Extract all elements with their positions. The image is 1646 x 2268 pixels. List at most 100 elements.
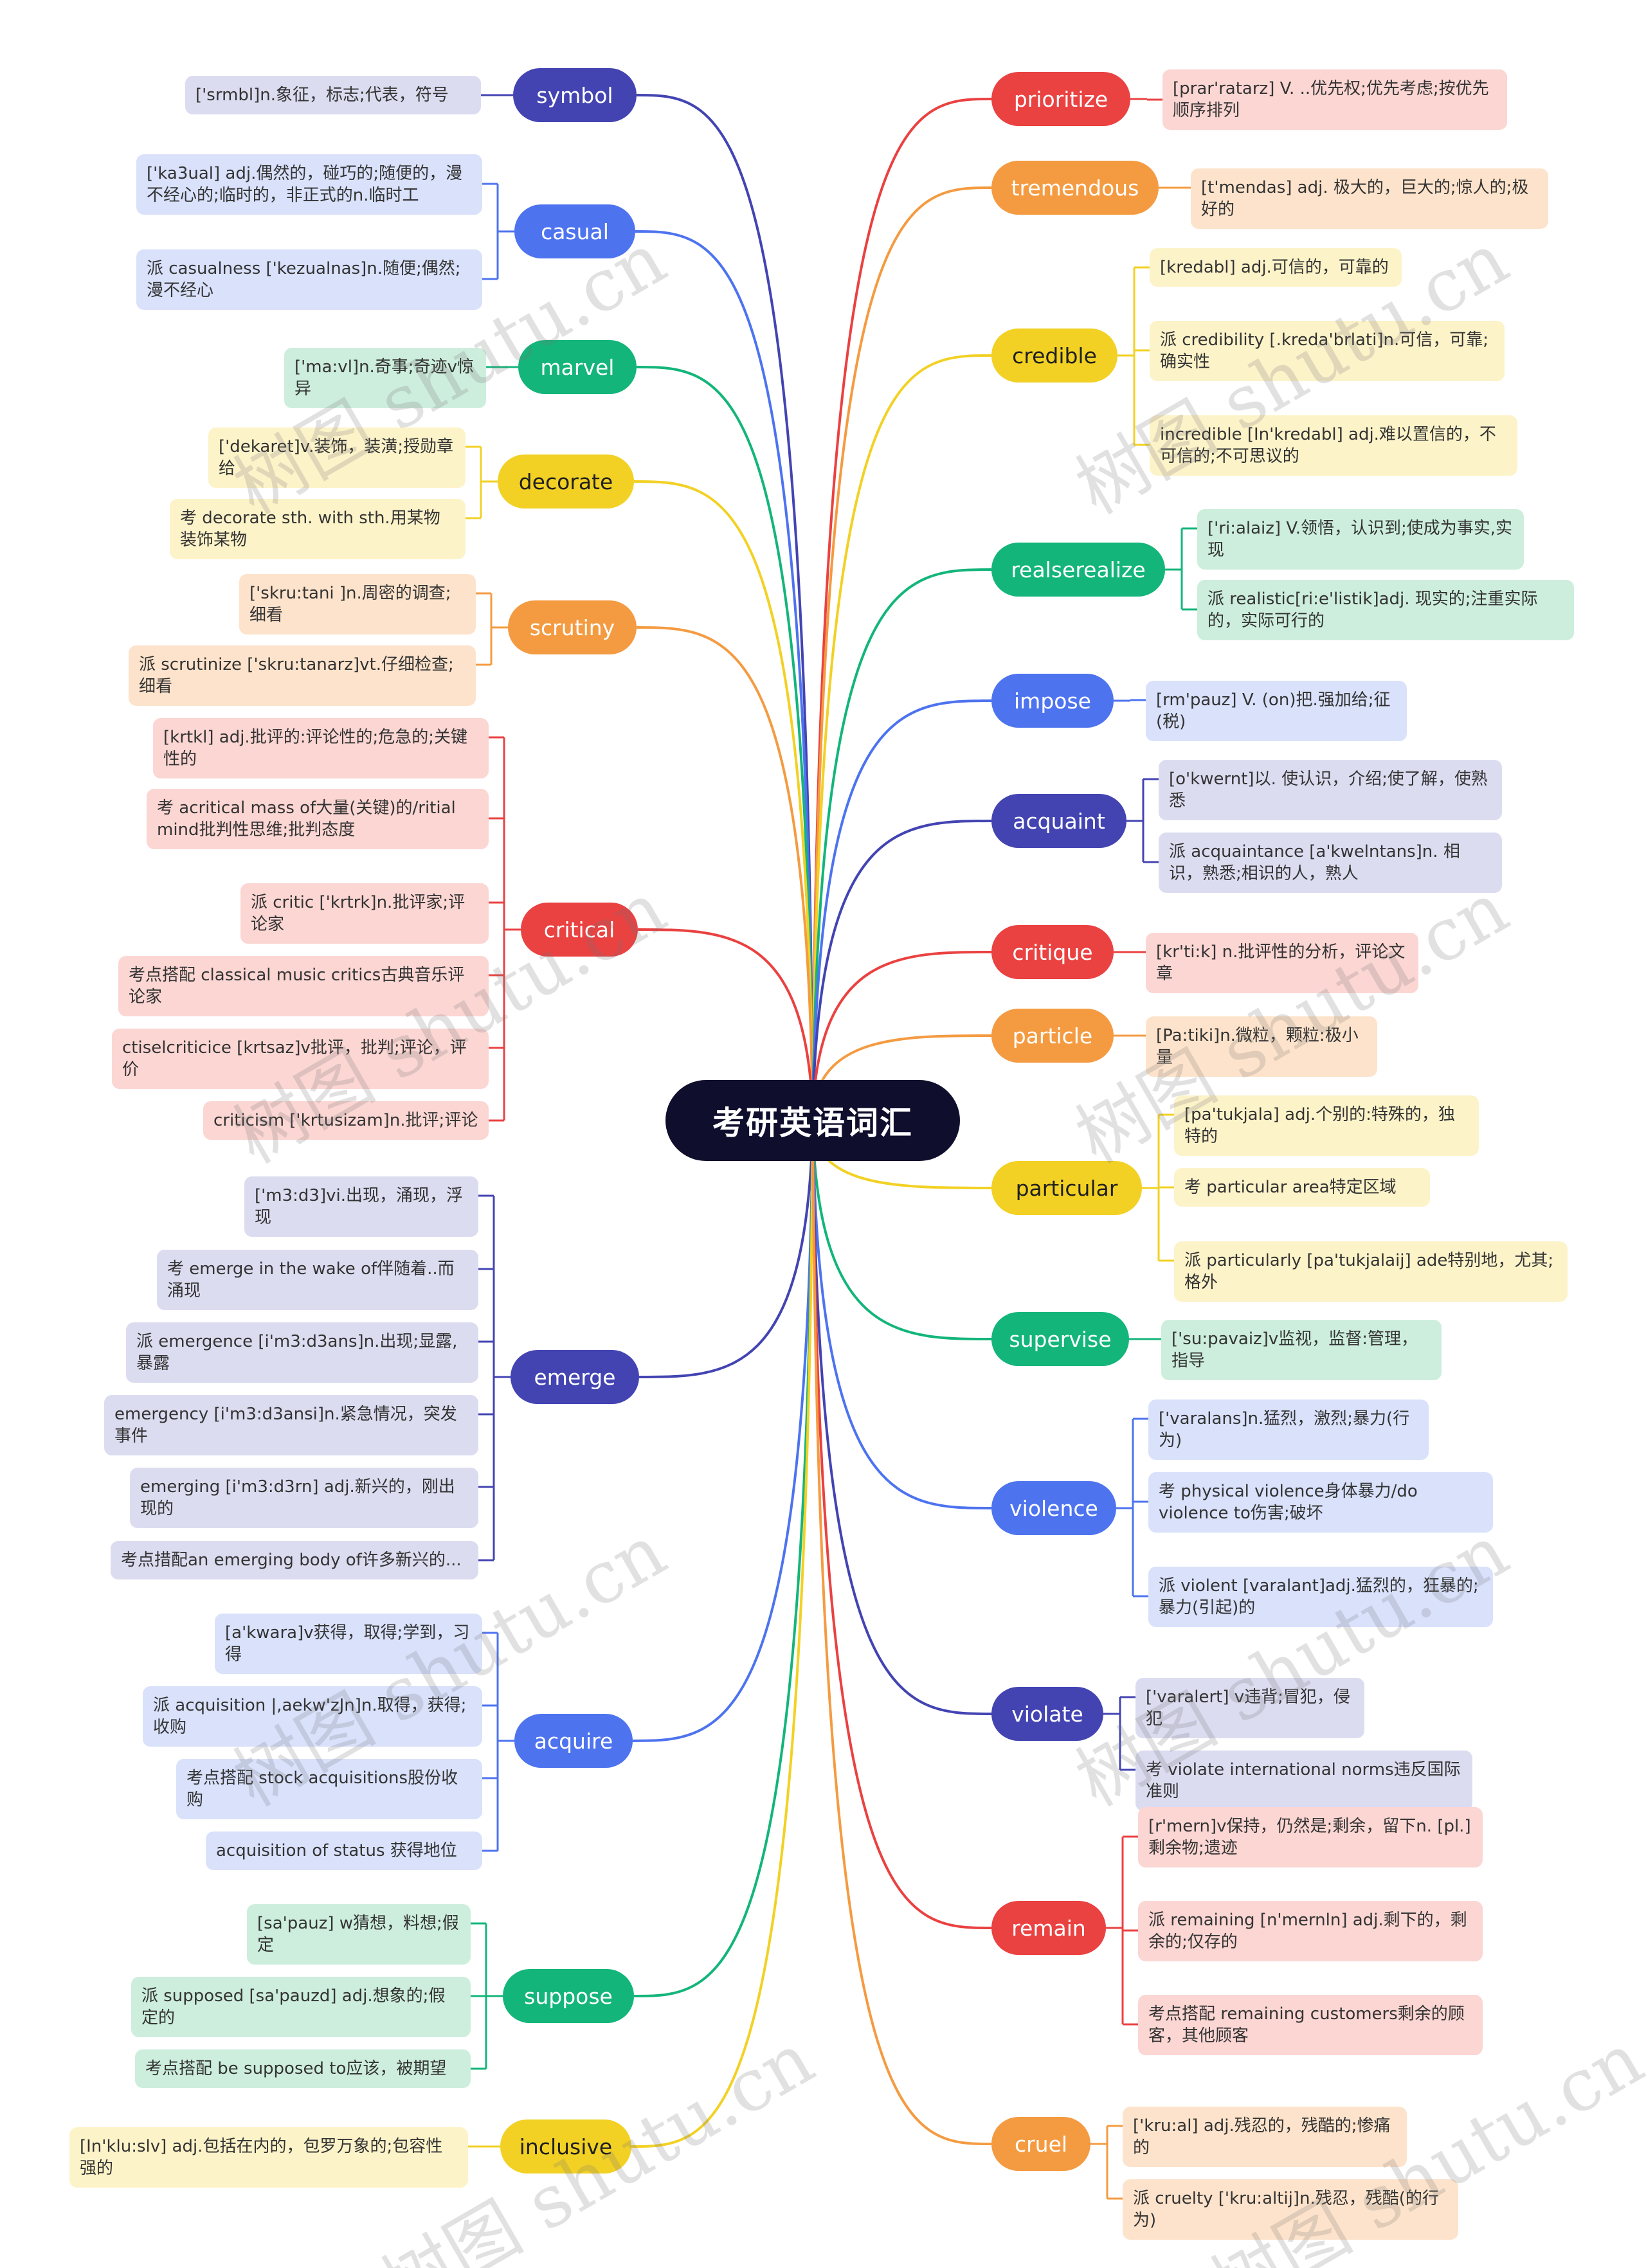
topic-symbol[interactable]: symbol	[513, 68, 637, 122]
leaf-critical-5[interactable]: criticism ['krtusizam]n.批评;评论	[203, 1101, 489, 1140]
leaf-acquire-2[interactable]: 考点搭配 stock acquisitions股份收购	[176, 1759, 482, 1819]
leaf-credible-2[interactable]: incredible [In'kredabl] adj.难以置信的，不可信的;不…	[1150, 415, 1517, 476]
leaf-remain-2[interactable]: 考点搭配 remaining customers剩余的顾客，其他顾客	[1138, 1995, 1483, 2055]
leaf-remain-0[interactable]: [r'mern]v保持，仍然是;剩余，留下n. [pl.]剩余物;遗迹	[1138, 1807, 1483, 1868]
topic-acquire[interactable]: acquire	[514, 1714, 633, 1768]
topic-particular[interactable]: particular	[991, 1161, 1142, 1215]
leaf-acquire-3[interactable]: acquisition of status 获得地位	[206, 1832, 482, 1870]
leaf-casual-0[interactable]: ['ka3ual] adj.偶然的，碰巧的;随便的，漫不经心的;临时的，非正式的…	[136, 154, 482, 215]
branch-line	[811, 568, 992, 1115]
branch-line	[811, 98, 992, 1115]
leaf-suppose-0[interactable]: [sa'pauz] w猜想，料想;假定	[247, 1904, 471, 1965]
branch-line	[811, 951, 992, 1115]
leaf-casual-1[interactable]: 派 casualness ['kezualnas]n.随便;偶然;漫不经心	[136, 249, 482, 310]
topic-impose[interactable]: impose	[991, 674, 1114, 728]
leaf-emerge-4[interactable]: emerging [i'm3:d3rn] adj.新兴的，刚出现的	[130, 1468, 478, 1528]
leaf-decorate-1[interactable]: 考 decorate sth. with sth.用某物装饰某物	[170, 499, 466, 559]
topic-credible[interactable]: credible	[991, 328, 1117, 382]
topic-critique[interactable]: critique	[991, 925, 1114, 979]
leaf-critical-4[interactable]: ctiselcriticice [krtsaz]v批评，批判;评论，评价	[112, 1029, 489, 1089]
leaf-scrutiny-0[interactable]: ['skru:tani ]n.周密的调查;细看	[239, 574, 476, 634]
leaf-acquaint-0[interactable]: [o'kwernt]以. 使认识，介绍;使了解，使熟悉	[1159, 760, 1502, 820]
leaf-impose-0[interactable]: [rm'pauz] V. (on)把.强加给;征(税)	[1146, 681, 1407, 741]
leaf-emerge-0[interactable]: ['m3:d3]vi.出现，涌现，浮现	[244, 1176, 478, 1237]
leaf-particular-1[interactable]: 考 particular area特定区域	[1174, 1168, 1430, 1207]
root-topic[interactable]: 考研英语词汇	[665, 1080, 960, 1161]
topic-realize[interactable]: realserealize	[991, 543, 1165, 597]
branch-line	[631, 1126, 814, 2148]
leaf-acquire-0[interactable]: [a'kwara]v获得，取得;学到，习得	[215, 1614, 482, 1674]
topic-remain[interactable]: remain	[991, 1901, 1106, 1955]
leaf-cruel-0[interactable]: ['kru:al] adj.残忍的，残酷的;惨痛的	[1123, 2107, 1407, 2167]
leaf-particular-0[interactable]: [pa'tukjala] adj.个别的:特殊的，独特的	[1174, 1095, 1479, 1156]
leaf-particular-2[interactable]: 派 particularly [pa'tukjalaij] ade特别地，尤其;…	[1174, 1241, 1568, 1302]
branch-line	[811, 699, 992, 1115]
leaf-critical-1[interactable]: 考 acritical mass of大量(关键)的/ritial mind批判…	[147, 789, 489, 849]
leaf-violate-1[interactable]: 考 violate international norms违反国际准则	[1135, 1751, 1472, 1811]
topic-suppose[interactable]: suppose	[503, 1969, 634, 2023]
leaf-emerge-5[interactable]: 考点措配an emerging body of许多新兴的...	[111, 1541, 478, 1580]
branch-line	[633, 1126, 814, 1997]
leaf-critical-0[interactable]: [krtkl] adj.批评的:评论性的;危急的;关键性的	[153, 718, 489, 779]
branch-line	[632, 1126, 814, 1742]
topic-marvel[interactable]: marvel	[518, 340, 637, 394]
branch-line	[638, 1126, 814, 1378]
leaf-emerge-2[interactable]: 派 emergence [i'm3:d3ans]n.出现;显露,暴露	[126, 1322, 478, 1383]
topic-decorate[interactable]: decorate	[498, 455, 634, 509]
leaf-realize-1[interactable]: 派 realistic[ri:e'listik]adj. 现实的;注重实际的，实…	[1197, 580, 1574, 640]
leaf-cruel-1[interactable]: 派 cruelty ['kru:altij]n.残忍，残酷(的行为)	[1123, 2179, 1458, 2240]
leaf-emerge-3[interactable]: emergency [i'm3:d3ansi]n.紧急情况，突发事件	[104, 1395, 478, 1455]
leaf-critical-2[interactable]: 派 critic ['krtrk]n.批评家;评论家	[240, 883, 489, 944]
leaf-acquaint-1[interactable]: 派 acquaintance [a'kwelntans]n. 相识，熟悉;相识的…	[1159, 833, 1502, 893]
topic-violate[interactable]: violate	[991, 1687, 1103, 1741]
leaf-emerge-1[interactable]: 考 emerge in the wake of伴随着..而涌现	[157, 1250, 478, 1310]
branch-line	[811, 820, 992, 1115]
branch-line	[633, 480, 814, 1115]
leaf-decorate-0[interactable]: ['dekaret]v.装饰，装潢;授勋章给	[208, 428, 466, 488]
branch-line	[636, 94, 814, 1115]
leaf-violence-2[interactable]: 派 violent [varalant]adj.猛烈的，狂暴的;暴力(引起)的	[1148, 1567, 1493, 1627]
leaf-credible-0[interactable]: [kredabl] adj.可信的，可靠的	[1150, 248, 1402, 287]
topic-supervise[interactable]: supervise	[991, 1312, 1129, 1366]
leaf-violence-1[interactable]: 考 physical violence身体暴力/do violence to伤害…	[1148, 1472, 1493, 1533]
branch-line	[811, 1126, 992, 1715]
leaf-marvel-0[interactable]: ['ma:vl]n.奇事;奇迹v惊异	[284, 348, 486, 408]
topic-tremendous[interactable]: tremendous	[991, 161, 1159, 215]
topic-acquaint[interactable]: acquaint	[991, 794, 1126, 848]
topic-scrutiny[interactable]: scrutiny	[508, 600, 637, 654]
leaf-credible-1[interactable]: 派 credibility [.kreda'brlati]n.可信，可靠;确实性	[1150, 321, 1505, 381]
leaf-tremendous-0[interactable]: [t'mendas] adj. 极大的，巨大的;惊人的;极好的	[1191, 168, 1548, 229]
leaf-particle-0[interactable]: [Pa:tiki]n.微粒，颗粒:极小量	[1146, 1016, 1377, 1077]
leaf-realize-0[interactable]: ['ri:alaiz] V.领悟，认识到;使成为事实,实现	[1197, 509, 1524, 570]
topic-particle[interactable]: particle	[991, 1009, 1114, 1063]
branch-line	[636, 366, 814, 1115]
leaf-symbol-0[interactable]: ['srmbl]n.象征，标志;代表，符号	[185, 76, 481, 114]
leaf-critical-3[interactable]: 考点搭配 classical music critics古典音乐评论家	[118, 956, 489, 1016]
leaf-prioritize-0[interactable]: [prar'ratarz] V. ..优先权;优先考虑;按优先顺序排列	[1162, 69, 1507, 130]
topic-critical[interactable]: critical	[521, 903, 638, 957]
topic-cruel[interactable]: cruel	[991, 2117, 1090, 2171]
topic-casual[interactable]: casual	[514, 204, 635, 258]
branch-line	[811, 186, 992, 1115]
leaf-suppose-1[interactable]: 派 supposed [sa'pauzd] adj.想象的;假定的	[131, 1977, 471, 2037]
topic-violence[interactable]: violence	[991, 1481, 1116, 1535]
branch-line	[635, 230, 814, 1115]
topic-inclusive[interactable]: inclusive	[500, 2120, 631, 2174]
leaf-critique-0[interactable]: [kr'ti:k] n.批评性的分析，评论文章	[1146, 933, 1418, 993]
topic-prioritize[interactable]: prioritize	[991, 72, 1130, 126]
branch-line	[811, 1126, 992, 1340]
topic-emerge[interactable]: emerge	[511, 1350, 639, 1404]
leaf-supervise-0[interactable]: ['su:pavaiz]v监视，监督:管理，指导	[1161, 1320, 1442, 1380]
leaf-acquire-1[interactable]: 派 acquisition |,aekw'zJn]n.取得，获得;收购	[143, 1686, 482, 1747]
branch-line	[811, 1126, 992, 1929]
branch-line	[637, 928, 814, 1115]
branch-line	[811, 1126, 992, 1509]
leaf-violence-0[interactable]: ['varalans]n.猛烈，激烈;暴力(行为)	[1148, 1400, 1429, 1460]
leaf-remain-1[interactable]: 派 remaining [n'mernln] adj.剩下的，剩余的;仅存的	[1138, 1901, 1483, 1961]
leaf-scrutiny-1[interactable]: 派 scrutinize ['skru:tanarz]vt.仔细检查;细看	[129, 645, 476, 706]
leaf-suppose-2[interactable]: 考点搭配 be supposed to应该，被期望	[135, 2049, 471, 2088]
leaf-violate-0[interactable]: ['varalert] v违背;冒犯，侵犯	[1135, 1678, 1364, 1738]
leaf-inclusive-0[interactable]: [In'klu:slv] adj.包括在内的，包罗万象的;包容性强的	[69, 2127, 468, 2188]
